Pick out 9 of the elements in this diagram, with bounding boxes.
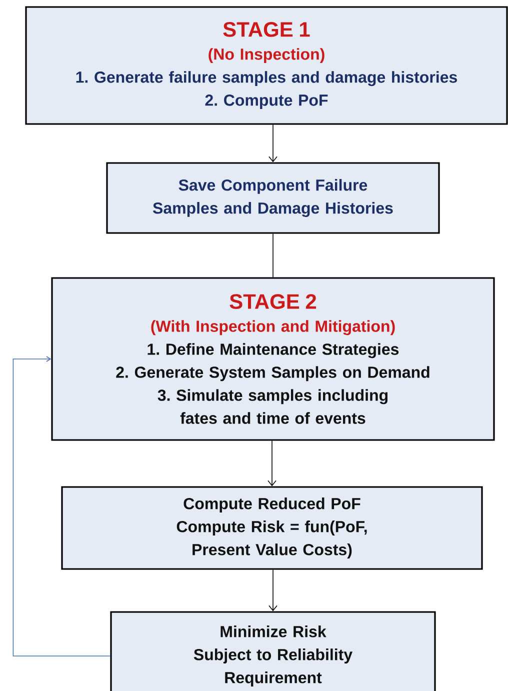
process-box: STAGE 2 (With Inspection and Mitigation) 1. Define Maintenance Strategies 2. Generate System Samples on Demand 3. Simulate samples including fates and time of events: [51, 277, 495, 441]
arrow: [268, 569, 278, 612]
process-box: Compute Reduced PoF Compute Risk = fun(PoF, Present Value Costs): [61, 486, 483, 570]
arrow: [268, 124, 278, 162]
arrow: [12, 356, 111, 656]
process-box: STAGE 1 (No Inspection) 1. Generate failure samples and damage histories 2. Compute PoF: [25, 6, 508, 125]
process-box: Save Component Failure Samples and Damage Histories: [106, 162, 440, 234]
arrow: [268, 440, 276, 486]
process-box: Minimize Risk Subject to Reliability Requirement: [110, 611, 436, 691]
